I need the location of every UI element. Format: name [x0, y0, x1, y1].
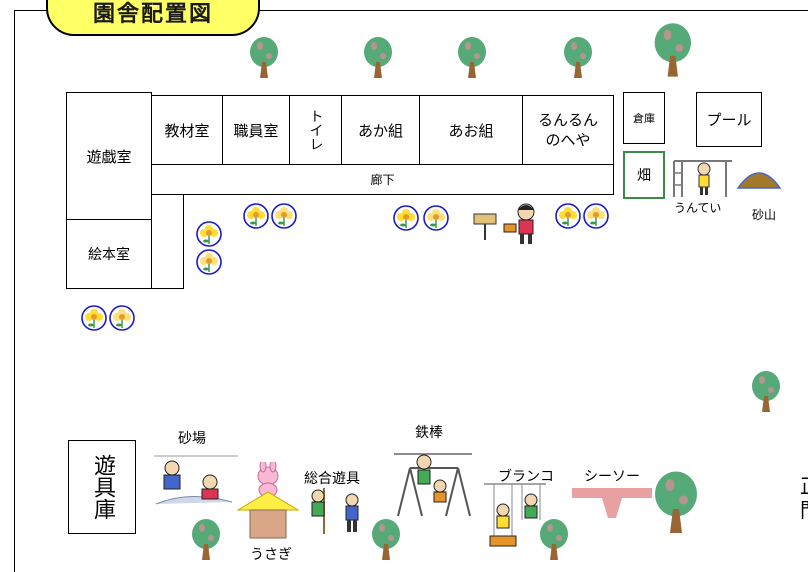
- room-aogumi: あお組: [419, 95, 523, 165]
- field-hatake: 畑: [623, 151, 665, 199]
- room-label: あお組: [448, 121, 494, 140]
- corridor-extension: [183, 195, 184, 289]
- flower-icon: [423, 205, 449, 231]
- field-label: 畑: [637, 168, 651, 184]
- sunaba-label: 砂場: [178, 431, 206, 447]
- seesaw-label: シーソー: [584, 469, 640, 485]
- tree-icon: [752, 371, 780, 412]
- room-label: あか組: [357, 121, 403, 140]
- gardening-child-illustration: [473, 203, 535, 244]
- tree-icon: [250, 37, 278, 78]
- title-badge: 園舎配置図: [46, 0, 260, 36]
- flower-icon: [109, 305, 135, 331]
- usagi-hutch-illustration: [236, 462, 300, 539]
- buranko-label: ブランコ: [498, 469, 554, 485]
- flower-icon: [243, 203, 269, 229]
- room-yugishitsu: 遊戯室: [66, 92, 152, 220]
- tree-icon: [364, 37, 392, 78]
- equipment-shed-label: 遊具庫: [90, 454, 115, 520]
- untei-illustration: [673, 160, 732, 197]
- tree-icon: [372, 519, 400, 560]
- tree-icon: [458, 37, 486, 78]
- boundary-top-left: [14, 10, 52, 11]
- tree-icon: [192, 519, 220, 560]
- page-title: 園舎配置図: [92, 2, 213, 27]
- room-label: 教材室: [164, 121, 210, 140]
- corridor: 廊下: [151, 164, 614, 195]
- sunayama-label: 砂山: [752, 208, 777, 222]
- pool-label: プール: [706, 111, 752, 129]
- flower-icon: [196, 221, 222, 247]
- equipment-shed: 遊具庫: [68, 440, 136, 534]
- boundary-left: [14, 10, 15, 572]
- seimon-label-1: 正: [800, 470, 808, 499]
- sogoyugu-illustration: [311, 488, 359, 534]
- room-label: トイレ: [307, 109, 324, 151]
- pool: プール: [696, 92, 762, 147]
- usagi-label: うさぎ: [250, 547, 292, 563]
- flower-icon: [81, 305, 107, 331]
- sunaba-illustration: [154, 455, 238, 505]
- tetsubou-label: 鉄棒: [415, 425, 443, 441]
- room-label: 絵本室: [88, 247, 130, 263]
- room-label: のへや: [545, 131, 591, 149]
- flower-icon: [271, 203, 297, 229]
- buranko-illustration: [484, 483, 546, 547]
- room-soko: 倉庫: [623, 92, 665, 144]
- seesaw-illustration: [572, 488, 652, 518]
- tree-icon: [540, 519, 568, 560]
- untei-label: うんてい: [674, 201, 722, 215]
- flower-icon: [393, 205, 419, 231]
- boundary-top: [258, 10, 808, 11]
- room-akagumi: あか組: [341, 95, 420, 165]
- tree-icon: [655, 471, 697, 533]
- flower-icon: [555, 203, 581, 229]
- room-label: 遊戯室: [86, 147, 132, 166]
- seimon-label-2: 門: [800, 494, 808, 523]
- room-label: 倉庫: [633, 112, 655, 125]
- room-shokuinshitsu: 職員室: [222, 95, 290, 165]
- corridor-label: 廊下: [370, 173, 395, 187]
- flower-icon: [583, 203, 609, 229]
- sunayama-illustration: [736, 172, 782, 189]
- tree-icon: [654, 23, 691, 77]
- room-runrun: るんるん のへや: [522, 95, 614, 165]
- room-toilet: トイレ: [289, 95, 342, 165]
- room-kyozaishitsu: 教材室: [151, 95, 223, 165]
- room-label: るんるん: [537, 110, 598, 129]
- tree-icon: [564, 37, 592, 78]
- room-ehonshitsu: 絵本室: [66, 219, 152, 289]
- corridor-extension-bottom: [151, 288, 184, 289]
- sogoyugu-label: 総合遊具: [304, 471, 360, 487]
- room-label: 職員室: [233, 121, 279, 140]
- flower-icon: [196, 249, 222, 275]
- tetsubou-illustration: [394, 453, 472, 517]
